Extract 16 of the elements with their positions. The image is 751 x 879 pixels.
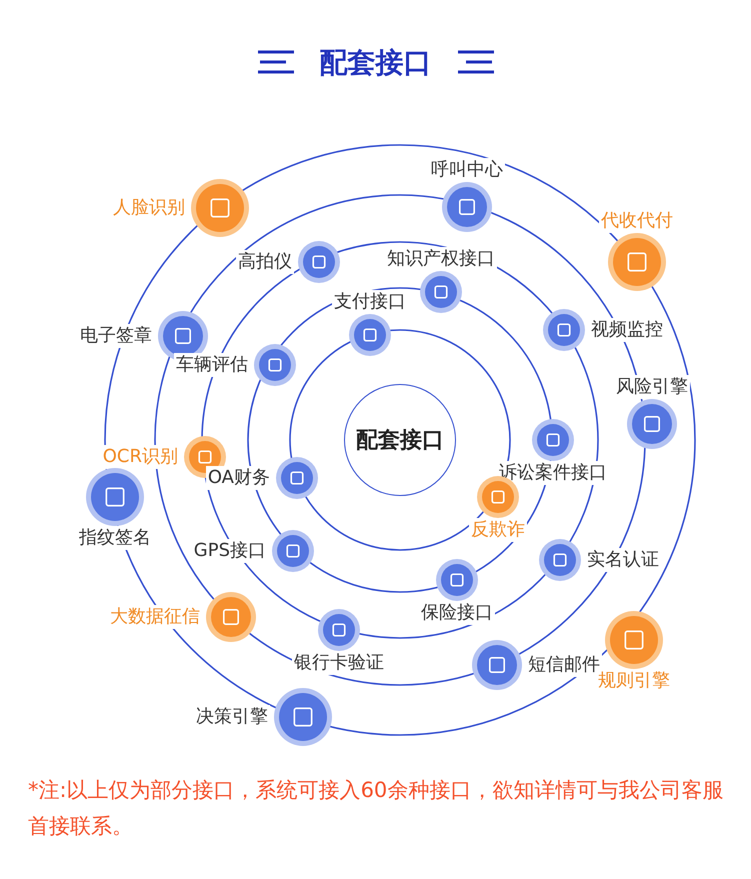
interface-label: 电子签章 [78,324,154,348]
interface-label: 风险引擎 [614,375,690,399]
interface-label: OCR识别 [100,445,180,469]
interface-label: 保险接口 [419,601,495,625]
interface-label: 车辆评估 [174,353,250,377]
footnote: *注:以上仅为部分接口，系统可接入60余种接口，欲知详情可与我公司客服首接联系。 [28,777,724,840]
interface-label: OA财务 [206,466,272,490]
interface-label: 反欺诈 [469,518,527,542]
interface-label: 视频监控 [589,318,665,342]
interface-label: 代收代付 [599,209,675,233]
center-label: 配套接口 [356,427,444,455]
interface-label: 大数据征信 [108,605,202,629]
interface-label: 实名认证 [585,548,661,572]
interface-label: 知识产权接口 [385,247,497,271]
interface-label: 高拍仪 [236,250,294,274]
interface-label: 银行卡验证 [292,651,386,675]
